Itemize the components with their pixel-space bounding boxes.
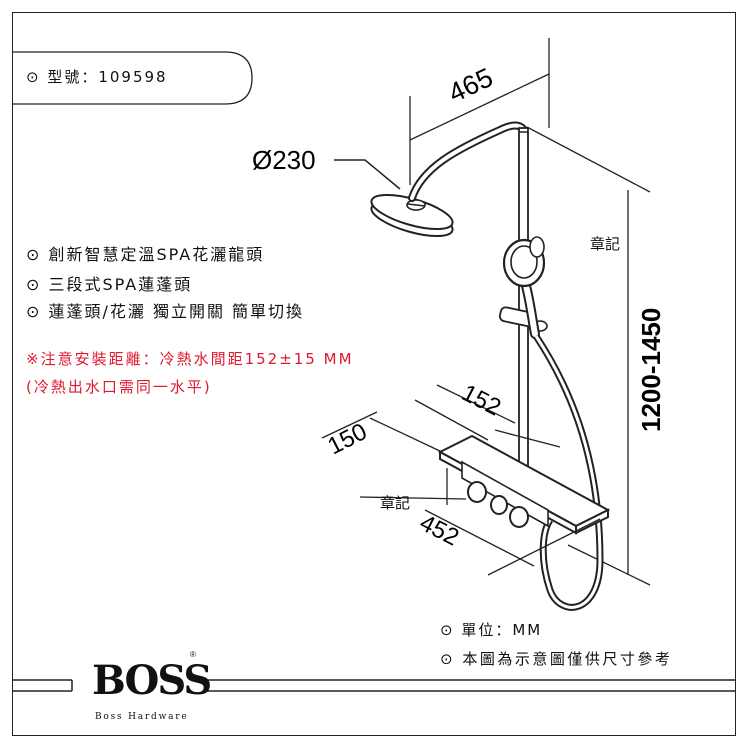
- mixer-knob-left: [467, 481, 487, 503]
- dim-465-label: 465: [444, 62, 498, 108]
- dim-150-ext-top: [369, 417, 443, 453]
- hand-shower-ring: [529, 236, 545, 258]
- shower-arm-inner: [410, 123, 526, 200]
- stamp-mark-bottom: 章記: [380, 494, 411, 512]
- dim-150-line: [321, 411, 378, 439]
- registered-mark: ®: [190, 650, 196, 659]
- install-warning: ※注意安裝距離：冷熱水間距152±15 MM: [26, 350, 354, 368]
- dim-152-ext-right: [494, 429, 561, 448]
- model-number: ⊙ 型號：109598: [26, 68, 168, 86]
- dim-diameter-label: Ø230: [252, 145, 316, 175]
- shower-head-nut: [407, 203, 426, 207]
- dim-150-ext-bottom: [359, 496, 467, 500]
- shower-arm-outer: [408, 121, 528, 202]
- feature-2: ⊙ 三段式SPA蓮蓬頭: [26, 275, 193, 294]
- model-tab-outline: [12, 51, 253, 105]
- hose-inner: [534, 335, 602, 609]
- diagram-frame: [12, 12, 736, 736]
- brand-subtitle: Boss Hardware: [95, 712, 189, 722]
- dim-height-ext-bottom: [567, 544, 651, 586]
- mixer-knob-right: [509, 506, 529, 528]
- unit-label: ⊙ 單位：MM: [440, 621, 543, 639]
- install-warning-note: (冷熱出水口需同一水平): [26, 378, 212, 396]
- dim-diameter-leader: [334, 159, 401, 190]
- dim-152-line: [436, 384, 516, 424]
- dim-height-ext-top: [526, 126, 651, 193]
- feature-1: ⊙ 創新智慧定溫SPA花灑龍頭: [26, 245, 265, 264]
- dim-452-label: 452: [415, 509, 463, 551]
- brand-logo: BOSS: [92, 657, 212, 704]
- hand-shower-face: [510, 245, 538, 279]
- dim-152-ext-left: [414, 399, 489, 441]
- feature-3: ⊙ 蓮蓬頭/花灑 獨立開關 簡單切換: [26, 302, 305, 321]
- dim-465-line: [409, 73, 550, 141]
- dim-150-label: 150: [323, 418, 371, 460]
- stamp-mark-top: 章記: [590, 235, 621, 253]
- dim-height-label: 1200-1450: [636, 308, 666, 432]
- dim-452-line: [424, 509, 535, 567]
- mixer-knob-middle: [490, 495, 508, 515]
- reference-note: ⊙ 本圖為示意圖僅供尺寸參考: [440, 650, 673, 668]
- dim-452-ext-right: [487, 518, 601, 576]
